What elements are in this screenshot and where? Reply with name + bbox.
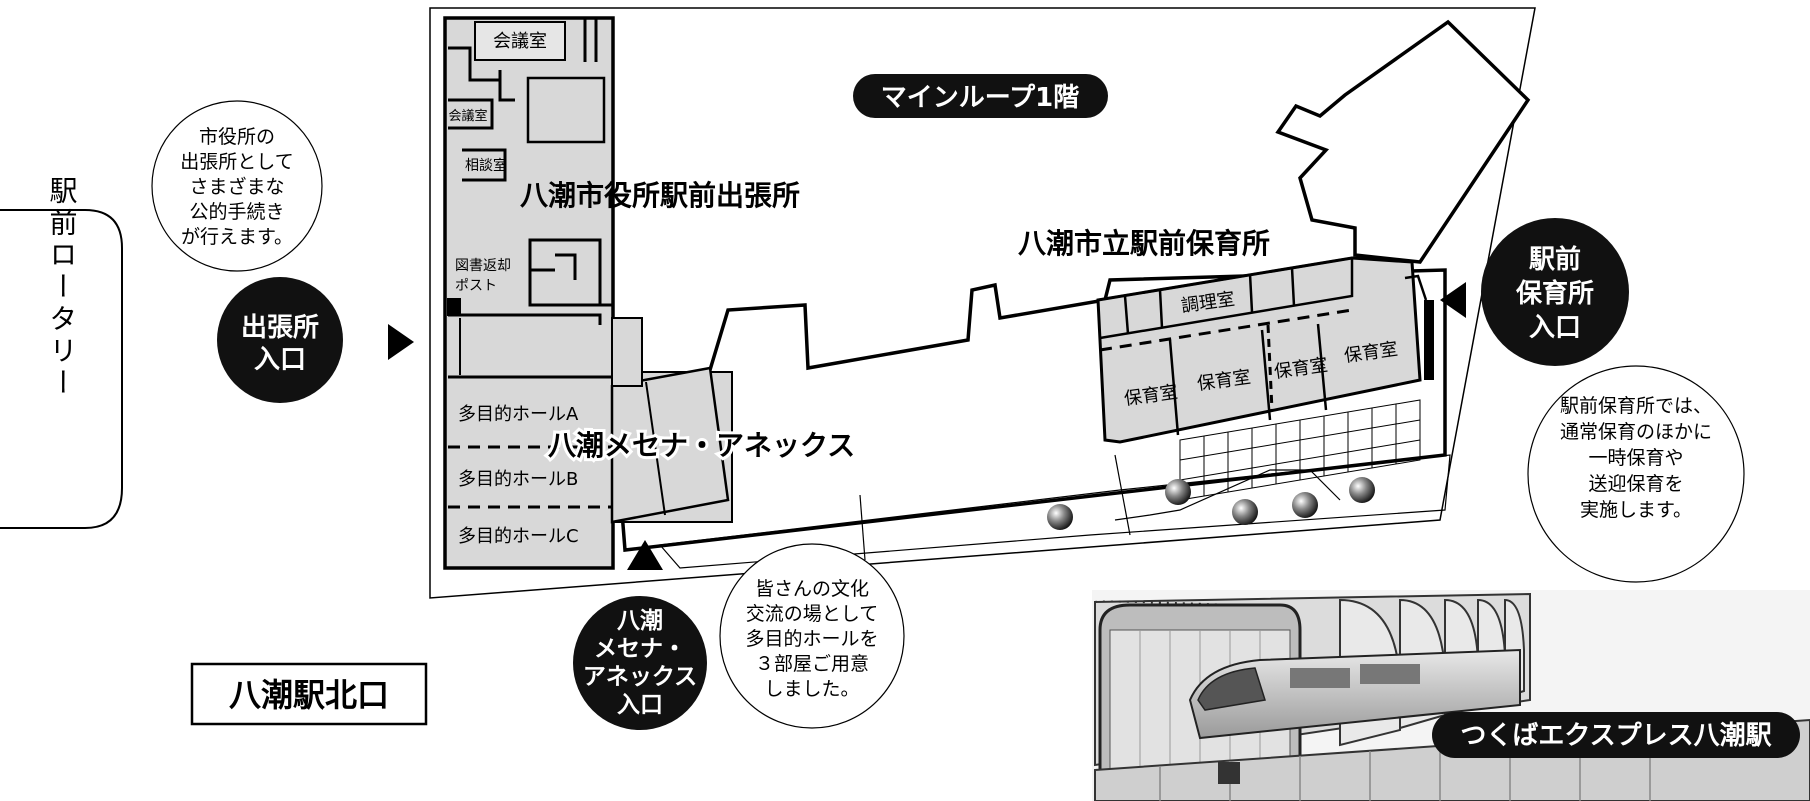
annex-side-room: [611, 317, 643, 387]
city-office-note-line-4: 公的手続き: [189, 201, 284, 223]
consult-room: [462, 148, 507, 182]
hall-a: 多目的ホールA: [458, 404, 579, 425]
tx-station-badge: [1432, 712, 1800, 758]
book-return-label-2: ポスト: [455, 278, 497, 294]
annex-name: 八潮メセナ・アネックス: [548, 429, 855, 462]
office-walls-3: [448, 303, 612, 325]
city-office-name: 八潮市役所駅前出張所: [520, 179, 800, 212]
nursery-door: [1424, 300, 1434, 380]
annex-note-line-3: 多目的ホールを: [745, 628, 878, 650]
station-exit-sign: [190, 662, 428, 726]
nursery-entry-wall: [1404, 274, 1428, 301]
city-office-entrance-line-1: 出張所: [241, 313, 319, 343]
nursery-divider: [1099, 308, 1353, 352]
annex-extension-poly: [610, 366, 730, 524]
city-office-entrance-badge: [217, 277, 343, 403]
nursery-note-line-3: 一時保育や: [1588, 447, 1683, 469]
annex-wall: [645, 381, 666, 516]
annex-entrance-line-1: 八潮: [617, 608, 663, 634]
rotary-label: 駅前ロータリー: [46, 176, 79, 400]
annex-entrance-badge: [573, 596, 707, 730]
city-office-note-line-2: 出張所として: [180, 151, 293, 173]
tree-icon: [1349, 477, 1375, 503]
room-meeting-large: 会議室: [493, 31, 547, 52]
nursery-entrance-line-3: 入口: [1529, 313, 1581, 343]
loop-title: マインループ1階: [881, 83, 1080, 113]
city-office-note-line-3: さまざまな: [189, 175, 284, 198]
nursery-note-line-2: 通常保育のほかに: [1560, 421, 1712, 443]
hall-b: 多目的ホールB: [458, 469, 578, 490]
station-exit-label: 八潮駅北口: [229, 676, 389, 714]
yard-path: [1114, 469, 1341, 521]
city-office-note-line-1: 市役所の: [199, 126, 275, 148]
annex-note-bubble: [719, 543, 905, 729]
book-return-label-1: 図書返却: [455, 258, 511, 274]
annex-note-line-1: 皆さんの文化: [755, 578, 869, 600]
yard-line: [1114, 454, 1131, 536]
annex-entrance-line-3: アネックス: [583, 664, 697, 690]
annex-entrance-line-2: メセナ・: [594, 636, 686, 662]
arrow-up-icon: [627, 540, 663, 570]
nursery-entrance-line-2: 保育所: [1515, 278, 1594, 309]
city-office-note-line-5: が行えます。: [181, 226, 293, 248]
hall-c: 多目的ホールC: [458, 526, 579, 547]
city-office-entrance-line-2: 入口: [254, 345, 306, 375]
city-office-note-bubble: [151, 100, 323, 272]
book-return-slot: [447, 298, 461, 316]
nursery-note-line-4: 送迎保育を: [1588, 473, 1683, 495]
nursery-name: 八潮市立駅前保育所: [1018, 227, 1270, 260]
annex-entrance-line-4: 入口: [617, 692, 663, 718]
tree-icon: [1232, 499, 1258, 525]
nursery-entrance-line-1: 駅前: [1529, 244, 1581, 275]
north-annex-building: [1275, 19, 1531, 264]
meeting-room-large: [474, 21, 566, 61]
yard-line: [859, 494, 866, 561]
nursery-note-line-5: 実施します。: [1580, 499, 1692, 521]
station-illustration: [1092, 590, 1810, 801]
tree-icon: [1047, 504, 1073, 530]
room-consult: 相談室: [465, 157, 507, 174]
nursery-walls-2: [1168, 323, 1328, 436]
nursery-kitchen-row: [1097, 256, 1354, 340]
annex-note-line-2: 交流の場として: [746, 603, 878, 625]
room-meeting-small: 会議室: [448, 108, 487, 124]
annex-note-line-4: ３部屋ご用意: [755, 653, 869, 675]
loop-title-badge: マインループ1階: [853, 74, 1108, 118]
tree-icon: [1165, 479, 1191, 505]
annex-note-line-5: しました。: [764, 678, 859, 700]
nursery-note-bubble: [1527, 365, 1745, 583]
arrow-right-icon: [388, 324, 414, 360]
south-yard: [658, 454, 1451, 569]
office-room: [526, 76, 606, 144]
tx-station-label: つくばエクスプレス八潮駅: [1460, 721, 1771, 751]
nursery-entrance-badge: [1481, 218, 1629, 366]
playground-grid: [1179, 399, 1421, 501]
nursery-note-line-1: 駅前保育所では、: [1560, 395, 1712, 417]
nursery-walls: [1123, 267, 1296, 335]
train-icon: [1188, 648, 1521, 740]
nursery-walls-3: [1266, 324, 1274, 411]
tree-icon: [1292, 492, 1318, 518]
rotary-outline: [0, 209, 123, 529]
arrow-left-icon: [1440, 282, 1466, 318]
office-walls: [448, 46, 515, 130]
